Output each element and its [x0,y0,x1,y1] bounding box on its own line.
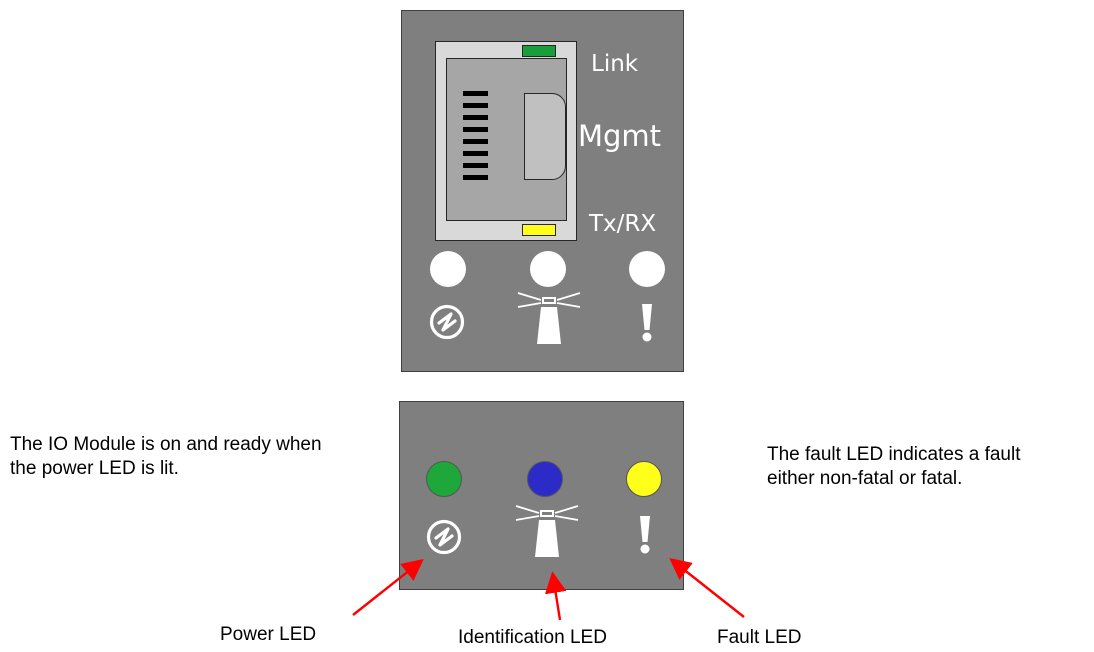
identification-led-off [530,251,566,287]
port-pin [463,127,488,132]
port-pin [463,175,488,180]
power-led-caption: Power LED [220,624,317,645]
port-pin [463,115,488,120]
fault-exclamation-icon [640,516,650,554]
identification-beacon-icon [515,505,579,557]
fault-led-lit [626,461,662,497]
port-latch [524,93,566,180]
power-icon [426,519,462,555]
port-socket [446,58,567,221]
fault-led-arrow [669,558,745,618]
txrx-led [522,224,556,236]
mgmt-ethernet-port [435,41,577,241]
mgmt-label: Mgmt [578,119,662,153]
fault-led-caption: Fault LED [717,627,802,648]
link-led [522,45,556,57]
power-icon [429,304,465,340]
power-led-lit [426,461,462,497]
txrx-label: Tx/RX [589,211,657,237]
port-pin [463,91,488,96]
io-module-panel-lit [399,401,684,590]
fault-description: The fault LED indicates a fault either n… [767,444,1021,489]
identification-led-arrow [544,571,567,621]
fault-led-off [629,251,665,287]
fault-exclamation-icon [642,304,652,342]
identification-led-caption: Identification LED [458,627,607,648]
port-pin [463,151,488,156]
port-pin [463,163,488,168]
identification-led-lit [527,461,563,497]
port-pin [463,139,488,144]
power-description: The IO Module is on and ready when the p… [10,434,322,479]
io-module-panel-unlit: Link Mgmt Tx/RX [401,10,684,372]
port-pin [463,103,488,108]
identification-beacon-icon [517,292,581,344]
link-label: Link [591,51,639,77]
power-led-arrow [352,559,424,616]
power-led-off [430,251,466,287]
